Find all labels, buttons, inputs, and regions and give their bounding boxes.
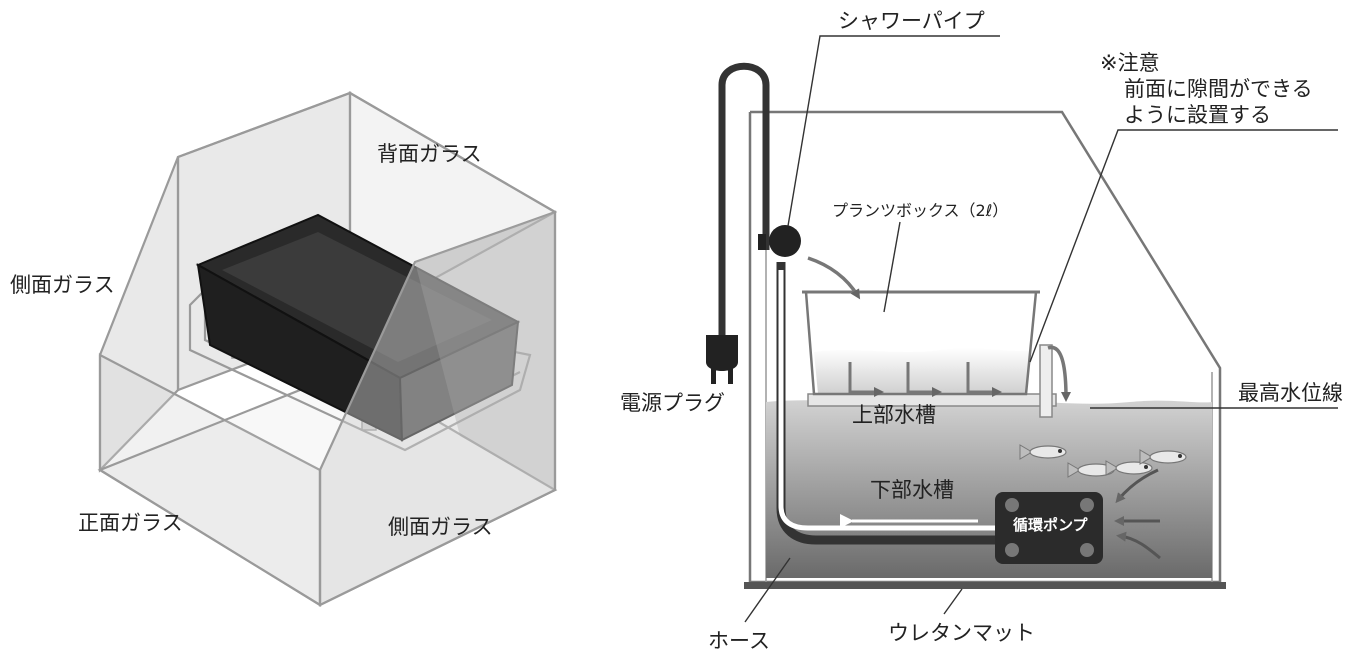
pump-bolt-tl: [1005, 498, 1019, 512]
pump-bolt-br: [1080, 543, 1094, 557]
side-glass-right-panel: [318, 210, 557, 607]
fish-group: [1019, 444, 1187, 478]
cross-section-figure: シャワーパイプ ※注意 前面に隙間ができる ように設置する プランツボックス（2…: [620, 9, 1343, 653]
leader-urethane-mat: [943, 588, 963, 615]
plants-box-water: [814, 348, 1030, 394]
hose-inner: [778, 270, 1000, 531]
power-plug-prong-right: [728, 368, 733, 384]
plants-box-side: [398, 320, 520, 442]
side-glass-right-shade: [415, 212, 555, 490]
pump-intake-arrow-3: [1116, 531, 1161, 560]
drip-arrow-2: [906, 362, 942, 397]
leader-hose: [744, 557, 791, 623]
label-urethane-mat: ウレタンマット: [888, 621, 1035, 645]
label-back-glass: 背面ガラス: [377, 142, 482, 166]
label-shower-pipe: シャワーパイプ: [838, 9, 985, 33]
pump-intake-arrow-1: [1115, 468, 1159, 504]
label-plants-box: プランツボックス（2ℓ）: [832, 201, 1008, 220]
power-plug-body: [706, 335, 738, 371]
isometric-tank-figure: 背面ガラス 側面ガラス 正面ガラス 側面ガラス: [10, 91, 558, 607]
circulation-pump: [995, 492, 1103, 564]
label-power-plug: 電源プラグ: [620, 391, 725, 415]
shower-pipe-head: [769, 225, 801, 257]
shower-arrow: [807, 256, 861, 300]
overflow-arrow: [1047, 345, 1071, 402]
tank-outline: [748, 110, 1222, 584]
label-note-line2: 前面に隙間ができる: [1124, 77, 1313, 101]
plants-box-inner: [222, 232, 492, 362]
power-plug-prong-left: [711, 368, 716, 384]
leader-plants-box: [883, 221, 901, 313]
fish: [1019, 444, 1067, 460]
plants-box-outline: [804, 291, 1038, 396]
fish: [1105, 460, 1153, 476]
upper-tank-stand-post: [1039, 344, 1053, 418]
urethane-mat: [744, 582, 1226, 589]
label-front-glass: 正面ガラス: [78, 511, 183, 535]
fish: [1139, 449, 1187, 465]
label-lower-tank: 下部水槽: [870, 478, 954, 502]
label-hose: ホース: [708, 629, 770, 653]
leader-note: [1029, 129, 1338, 363]
pump-bolt-bl: [1005, 543, 1019, 557]
outline-top-edge: [177, 91, 556, 213]
power-cord: [718, 62, 770, 335]
label-circulation-pump: 循環ポンプ: [1013, 516, 1089, 534]
label-note-line3: ように設置する: [1124, 103, 1271, 127]
label-upper-tank: 上部水槽: [852, 403, 936, 427]
shower-pipe-mount: [758, 234, 766, 250]
leader-shower-pipe: [787, 35, 1000, 227]
label-side-glass-right: 側面ガラス: [388, 515, 493, 539]
label-side-glass-left: 側面ガラス: [10, 273, 115, 297]
pump-bolt-tr: [1080, 498, 1094, 512]
label-max-water-line: 最高水位線: [1238, 381, 1343, 405]
drip-arrow-3: [966, 362, 1002, 397]
drip-arrow-1: [848, 362, 884, 397]
lower-tank-water: [766, 400, 1212, 578]
label-note-line1: ※注意: [1100, 51, 1160, 75]
